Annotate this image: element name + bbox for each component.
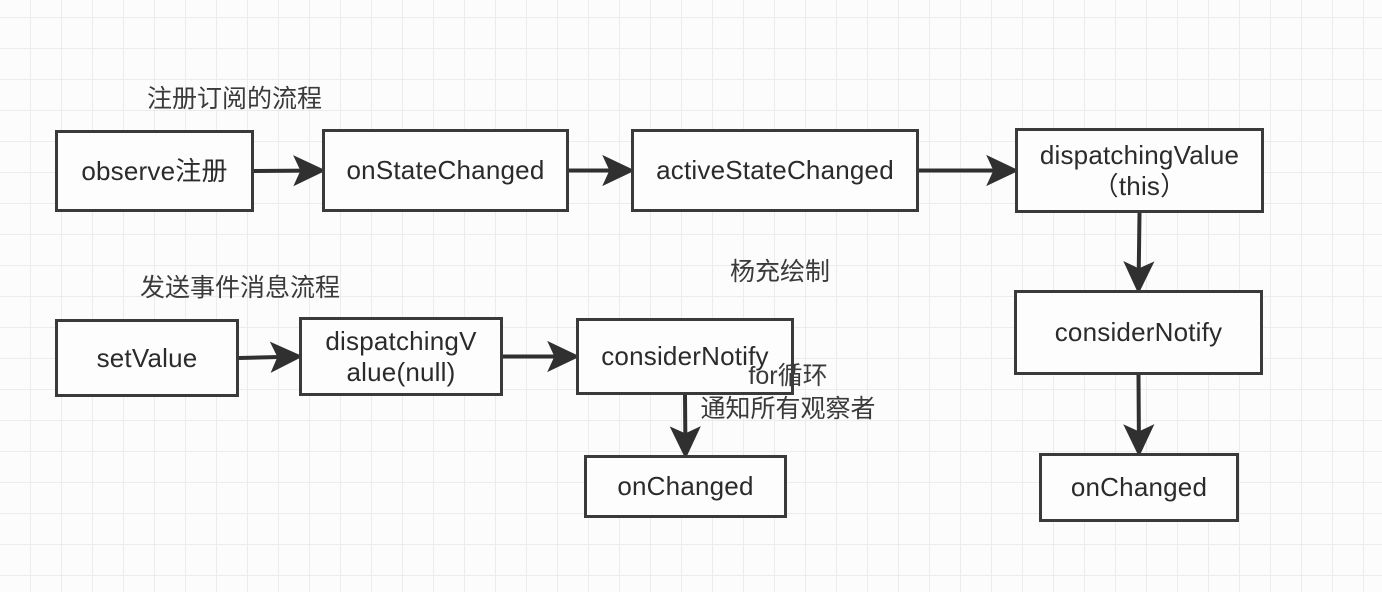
edge-dispatchThis-to-considerRight [1123, 212, 1155, 294]
note-register-flow: 注册订阅的流程 [147, 85, 323, 113]
node-considerRight[interactable]: considerNotify [1014, 290, 1263, 375]
node-onChangedRight[interactable]: onChanged [1039, 453, 1239, 522]
node-dispatchThis[interactable]: dispatchingValue （this） [1015, 128, 1264, 213]
node-activeState[interactable]: activeStateChanged [631, 129, 919, 212]
edge-considerRight-to-onChangedRight [1123, 374, 1155, 457]
node-onStateChanged[interactable]: onStateChanged [322, 129, 569, 212]
node-dispatchNull[interactable]: dispatchingV alue(null) [299, 317, 503, 396]
node-setValue[interactable]: setValue [55, 319, 239, 397]
note-dispatch-flow: 发送事件消息流程 [140, 274, 341, 302]
note-for-loop: for循环 通知所有观察者 [700, 362, 876, 423]
node-onChangedMid[interactable]: onChanged [584, 455, 787, 518]
node-considerMid[interactable]: considerNotify [576, 318, 794, 395]
edge-setValue-to-dispatchNull [238, 341, 303, 373]
edge-considerMid-to-onChangedMid [669, 394, 701, 459]
node-observe[interactable]: observe注册 [55, 130, 254, 212]
edge-observe-to-onStateChanged [253, 155, 326, 187]
note-credit: 杨充绘制 [730, 258, 831, 286]
